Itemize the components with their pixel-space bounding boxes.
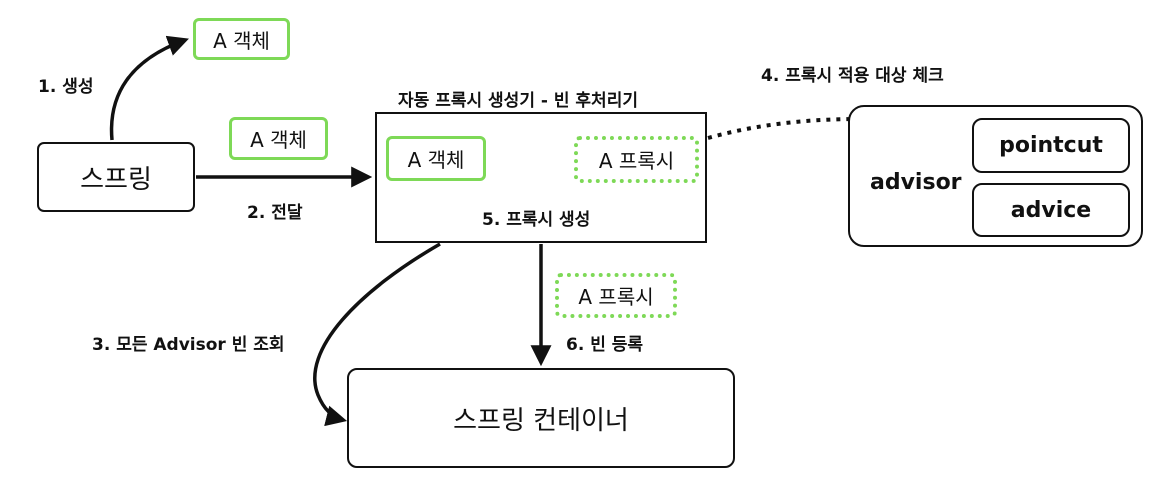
arrow-lookup (313, 242, 441, 427)
advisor-label: advisor (870, 170, 962, 195)
pointcut-label: pointcut (999, 133, 1103, 158)
target-object-top-label: A 객체 (213, 28, 270, 53)
step-pass-label: 2. 전달 (247, 203, 303, 223)
postprocessor-title: 자동 프록시 생성기 - 빈 후처리기 (398, 91, 638, 111)
pointcut-box: pointcut (972, 118, 1130, 173)
target-object-inner-label: A 객체 (407, 148, 465, 172)
target-object-passed-box: A 객체 (229, 117, 328, 160)
proxy-registered-box: A 프록시 (555, 273, 677, 318)
step-lookup-advisors-label: 3. 모든 Advisor 빈 조회 (92, 335, 285, 355)
arrow-create (109, 35, 189, 141)
advice-box: advice (972, 183, 1130, 237)
step-create-label: 1. 생성 (38, 77, 94, 97)
spring-container-box: 스프링 컨테이너 (347, 368, 735, 468)
target-object-inner-box: A 객체 (386, 136, 486, 181)
proxy-inner-label: A 프록시 (598, 149, 675, 173)
advice-label: advice (1010, 197, 1092, 223)
step-check-target-label: 4. 프록시 적용 대상 체크 (761, 66, 944, 86)
proxy-registered-label: A 프록시 (578, 285, 654, 309)
spring-container-label: 스프링 컨테이너 (453, 405, 629, 436)
step-register-bean-label: 6. 빈 등록 (566, 335, 644, 355)
target-object-passed-label: A 객체 (250, 128, 307, 152)
spring-label: 스프링 (80, 164, 152, 195)
step-create-proxy-label: 5. 프록시 생성 (482, 210, 591, 230)
spring-box: 스프링 (37, 142, 195, 212)
arrow-check (707, 112, 973, 140)
target-object-top-box: A 객체 (193, 18, 290, 60)
proxy-inner-box: A 프록시 (574, 136, 699, 183)
